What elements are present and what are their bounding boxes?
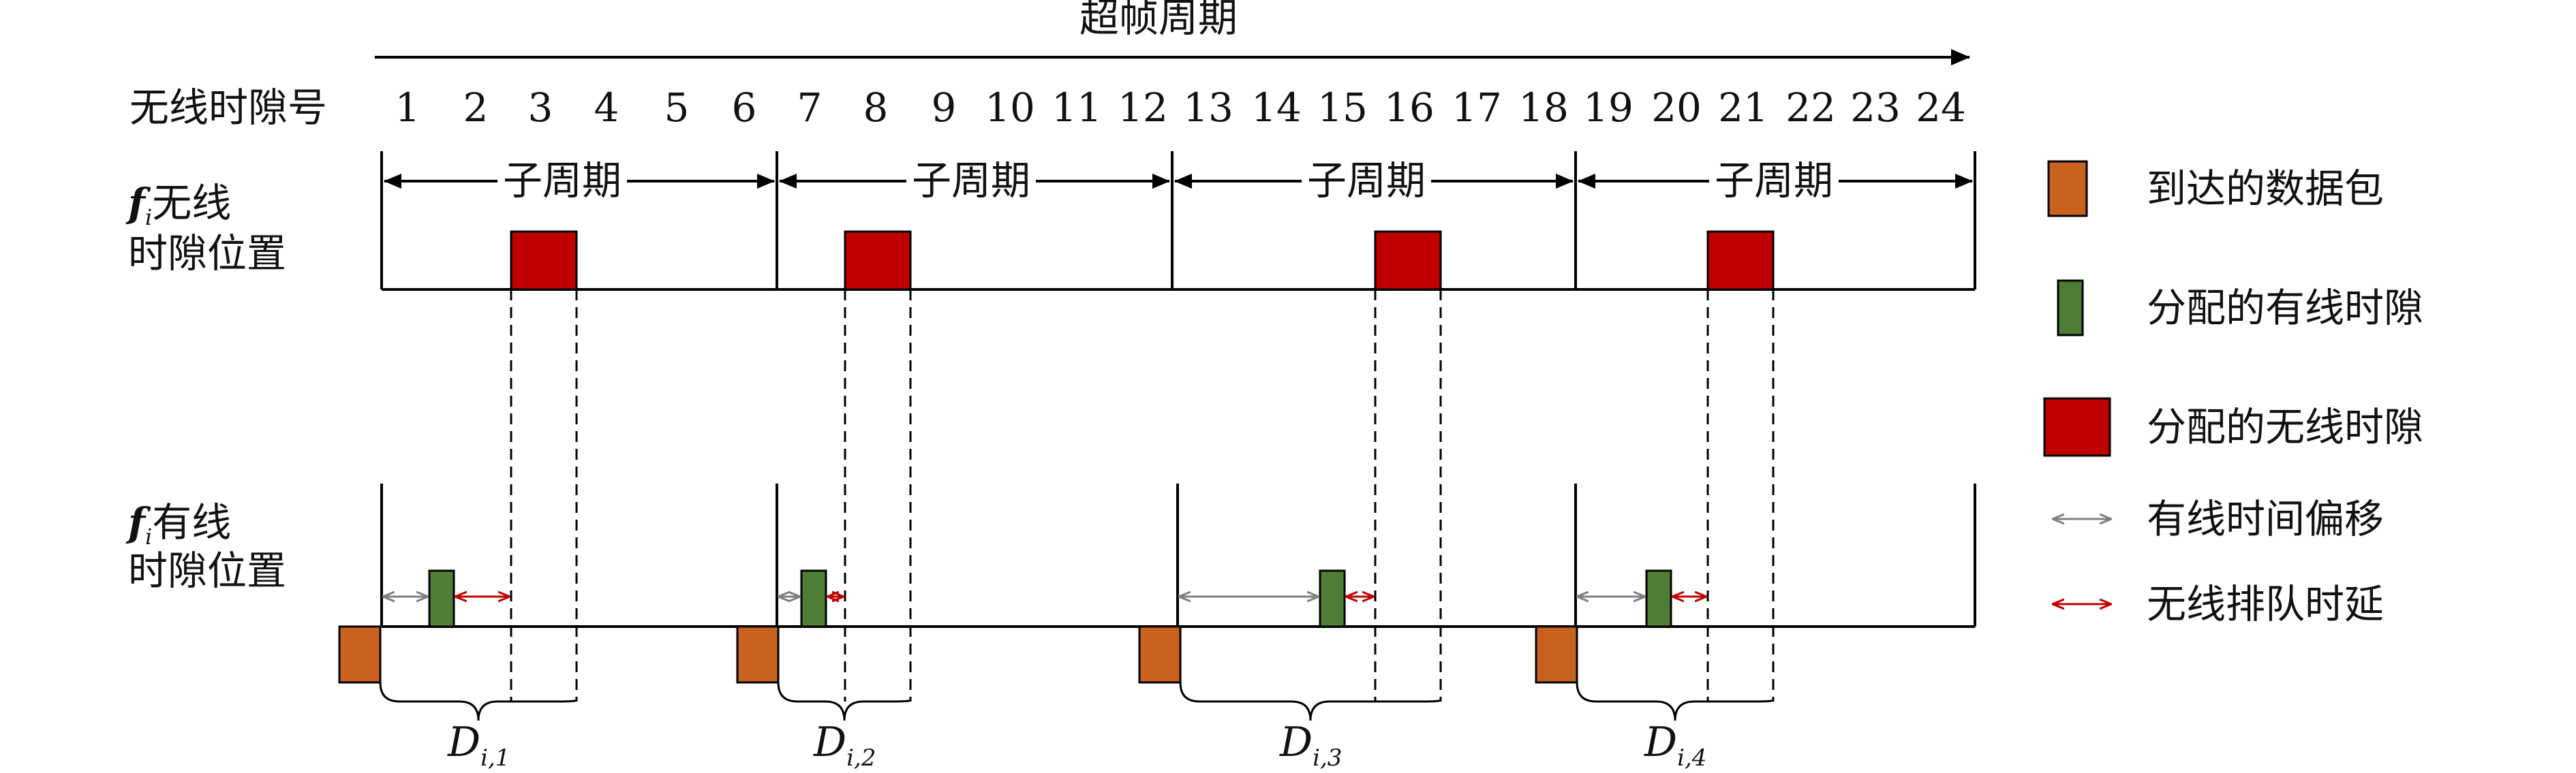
- wired-slot-4: [1645, 569, 1672, 628]
- delay-label-sub: i,4: [1677, 744, 1706, 772]
- slot-number-17: 17: [1452, 84, 1502, 131]
- legend-item-wired-offset-arrow: 有线时间偏移: [2053, 496, 2384, 542]
- slot-number-16: 16: [1384, 84, 1435, 131]
- subperiod-label: 子周期: [1715, 157, 1833, 204]
- arrived-packet-2: [736, 625, 780, 684]
- slot-number-5: 5: [664, 84, 690, 131]
- wireless-label-sub: i: [145, 204, 152, 230]
- slot-number-3: 3: [528, 84, 553, 131]
- wired-label-sub: i: [145, 524, 152, 550]
- legend-item-wired-slot: 分配的有线时隙: [2057, 279, 2423, 336]
- slot-row-label: 无线时隙号: [129, 84, 327, 131]
- legend-item-wireless-slot: 分配的无线时隙: [2043, 397, 2423, 457]
- slot-number-6: 6: [732, 84, 757, 131]
- slot-number-14: 14: [1251, 84, 1302, 131]
- superframe-title: 超帧周期: [1079, 0, 1238, 41]
- legend-label: 分配的有线时隙: [2147, 285, 2423, 331]
- delay-label-main: D: [1279, 719, 1313, 766]
- wired-slot-2: [800, 569, 827, 628]
- slot-number-10: 10: [985, 84, 1035, 131]
- subperiod-3: 子周期: [1174, 157, 1574, 204]
- subperiod-group: 子周期 子周期 子周期 子周期: [384, 157, 1973, 204]
- subperiod-2: 子周期: [779, 157, 1170, 204]
- wireless-slot-1: [510, 230, 578, 291]
- slot-number-22: 22: [1785, 84, 1836, 131]
- slot-number-12: 12: [1118, 84, 1168, 131]
- wired-label-rest: 有线: [152, 499, 231, 546]
- wireless-slot-4: [1706, 230, 1775, 291]
- slot-number-18: 18: [1518, 84, 1569, 131]
- subperiod-label: 子周期: [1307, 157, 1426, 204]
- delay-brace-1: [379, 682, 578, 721]
- delay-brace-3: [1179, 682, 1442, 721]
- subperiod-label: 子周期: [912, 157, 1030, 204]
- slot-number-13: 13: [1183, 84, 1233, 131]
- subperiod-label: 子周期: [503, 157, 622, 204]
- slot-number-1: 1: [395, 84, 420, 131]
- legend-item-arrived-packet: 到达的数据包: [2047, 160, 2384, 217]
- wireless-row-label-line2: 时隙位置: [128, 230, 286, 277]
- legend-swatch-wired: [2057, 279, 2084, 336]
- slot-number-24: 24: [1916, 84, 1966, 131]
- legend-label: 有线时间偏移: [2147, 496, 2384, 542]
- legend-item-wireless-queue-arrow: 无线排队时延: [2053, 581, 2384, 627]
- slot-number-2: 2: [463, 84, 489, 131]
- legend-label: 分配的无线时隙: [2147, 404, 2423, 450]
- delay-label-1: Di,1: [447, 719, 510, 772]
- delay-brace-2: [777, 682, 912, 721]
- legend-swatch-packet: [2047, 160, 2088, 217]
- wired-row-label: fi有线: [125, 499, 231, 550]
- delay-label-main: D: [1644, 719, 1677, 766]
- slot-number-20: 20: [1651, 84, 1702, 131]
- legend-swatch-wireless: [2043, 397, 2111, 457]
- wireless-slot-2: [844, 230, 912, 291]
- delay-label-3: Di,3: [1279, 719, 1342, 772]
- delay-label-sub: i,3: [1313, 744, 1342, 772]
- delay-label-sub: i,1: [480, 744, 510, 772]
- subperiod-4: 子周期: [1578, 157, 1973, 204]
- wireless-slot-3: [1374, 230, 1442, 291]
- slot-number-4: 4: [594, 84, 619, 131]
- legend-label: 无线排队时延: [2147, 581, 2384, 627]
- delay-label-main: D: [813, 719, 846, 766]
- arrived-packet-3: [1138, 625, 1182, 684]
- slot-number-15: 15: [1317, 84, 1368, 131]
- slot-number-8: 8: [863, 84, 889, 131]
- wired-row-label-line2: 时隙位置: [128, 548, 286, 594]
- slot-number-21: 21: [1718, 84, 1768, 131]
- delay-label-main: D: [447, 719, 480, 766]
- slot-number-11: 11: [1052, 84, 1102, 131]
- subperiod-1: 子周期: [384, 157, 775, 204]
- legend-label: 到达的数据包: [2147, 165, 2384, 212]
- wireless-label-rest: 无线: [152, 180, 231, 226]
- delay-label-2: Di,2: [813, 719, 876, 772]
- arrived-packet-1: [338, 625, 382, 684]
- wired-slot-3: [1319, 569, 1346, 628]
- wireless-row-label: fi无线: [125, 180, 231, 230]
- delay-brace-4: [1576, 682, 1775, 721]
- wireless-row: [380, 151, 1976, 291]
- delay-label-sub: i,2: [846, 744, 876, 772]
- delay-label-4: Di,4: [1644, 719, 1706, 772]
- slot-number-19: 19: [1583, 84, 1634, 131]
- slot-number-9: 9: [932, 84, 957, 131]
- slot-number-23: 23: [1850, 84, 1901, 131]
- arrived-packet-4: [1535, 625, 1578, 684]
- slot-number-7: 7: [797, 84, 823, 131]
- wired-slot-1: [428, 569, 455, 628]
